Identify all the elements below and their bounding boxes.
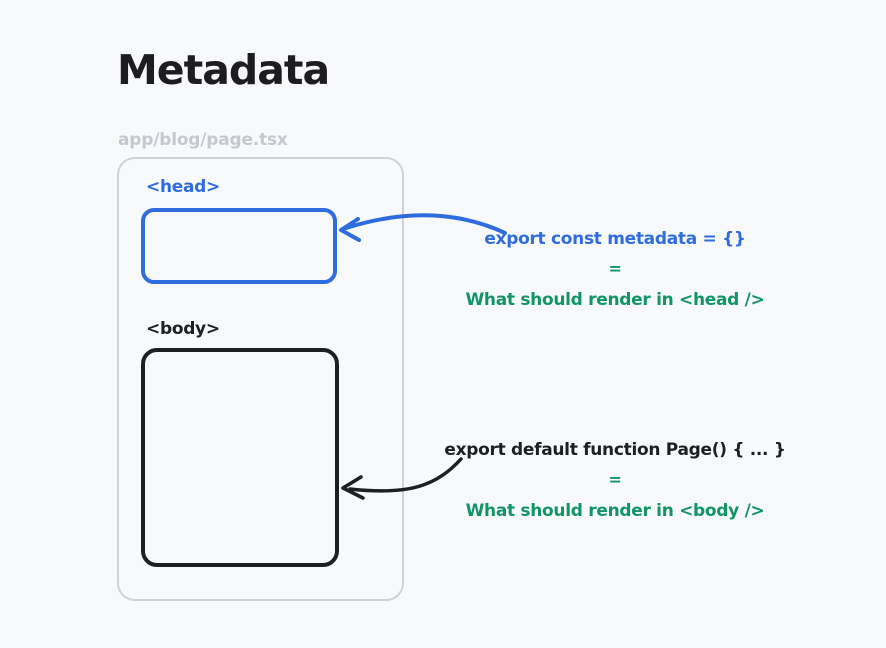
head-annotation: export const metadata = {} = What should…	[430, 228, 800, 311]
file-path-label: app/blog/page.tsx	[118, 130, 288, 150]
head-tag-label: <head>	[146, 177, 220, 197]
body-annotation: export default function Page() { ... } =…	[415, 439, 815, 522]
head-annotation-code: export const metadata = {}	[484, 229, 746, 249]
body-annotation-equals: =	[608, 470, 622, 489]
body-annotation-description: What should render in <body />	[465, 501, 765, 521]
body-tag-label: <body>	[146, 319, 220, 339]
head-annotation-equals: =	[608, 259, 622, 278]
body-annotation-code: export default function Page() { ... }	[444, 440, 786, 460]
body-slot-box	[141, 348, 339, 567]
head-annotation-description: What should render in <head />	[465, 290, 765, 310]
head-slot-box	[141, 208, 337, 284]
page-title: Metadata	[117, 46, 330, 94]
